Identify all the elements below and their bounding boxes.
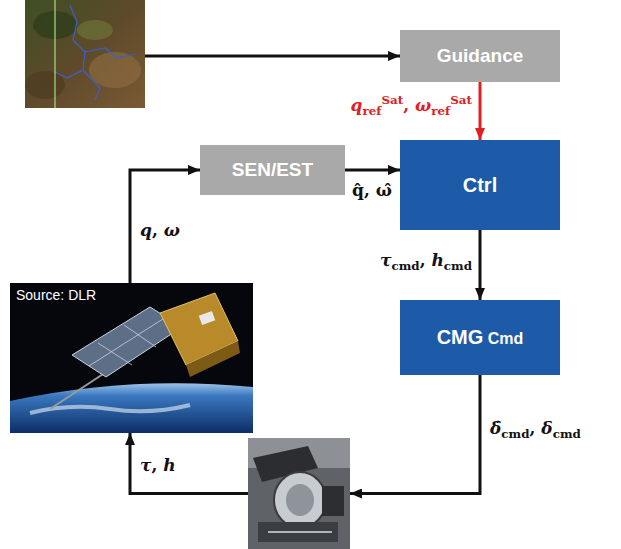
signal-arrow	[145, 55, 400, 58]
signal-arrow	[130, 433, 248, 494]
cmg-photo	[248, 438, 350, 549]
node-label: SEN/EST	[232, 159, 313, 181]
controller-box: Ctrl	[400, 140, 560, 230]
node-label: Source: DLR	[16, 287, 96, 303]
satellite-image	[10, 283, 253, 433]
signal-label: q, ω	[140, 220, 180, 240]
signal-label: τcmd, hcmd	[380, 250, 472, 270]
node-label: Guidance	[437, 45, 524, 67]
cmg-command-box: CMG Cmd	[400, 300, 560, 375]
satellite-node: Source: DLR	[10, 283, 253, 433]
signal-label: τ, h	[140, 455, 176, 475]
signal-label: q̂, ω̂	[352, 180, 392, 200]
node-label: CMG Cmd	[437, 326, 524, 349]
signal-label: δ̇cmd, δcmd	[490, 418, 581, 438]
signal-arrow	[479, 230, 482, 300]
guidance-box: Guidance	[400, 30, 560, 82]
cmg-photo-node	[248, 438, 350, 549]
estimator-box: SEN/EST	[200, 145, 345, 195]
node-label: Ctrl	[463, 174, 497, 197]
map-image	[25, 0, 145, 108]
map-image-node	[25, 0, 145, 108]
signal-label: qrefSat, ωrefSat	[351, 95, 472, 115]
signal-arrow	[130, 170, 200, 283]
signal-arrow	[350, 375, 480, 494]
signal-arrow	[345, 169, 400, 172]
signal-arrow	[479, 82, 482, 140]
